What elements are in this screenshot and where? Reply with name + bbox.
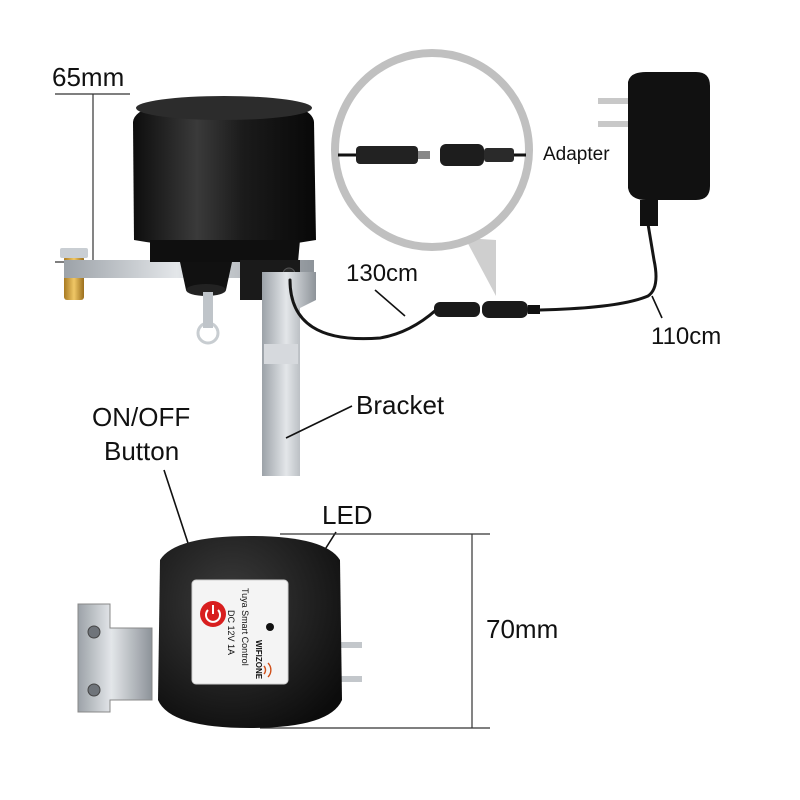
adapter-label: Adapter [543,144,610,165]
magnifier-ring [331,49,533,251]
height-dimension-label: 70mm [486,614,558,644]
bracket [262,272,316,476]
led-label: LED [322,500,373,530]
key-shaft [203,292,213,328]
actuator-cap [133,98,316,248]
bracket-screw-top [87,625,101,639]
cable-short-label: 110cm [651,323,721,350]
sticker-text-line1: Tuya Smart Control [240,588,250,666]
device-sticker [191,579,289,685]
actuator-cap-top [136,96,312,120]
side-pin-top [332,642,362,648]
knob-bottom [186,284,226,296]
actuator-base [150,240,300,262]
bracket-leader [285,405,353,439]
power-adapter [598,72,710,226]
sticker-text-line2: DC 12V 1A [226,610,236,655]
magnifier-pointer [465,238,496,296]
bracket-screw-bottom [87,683,101,697]
sticker-brand: WIFIZONE [254,640,263,680]
side-bracket-plate [77,603,153,713]
bracket-bend [264,344,298,364]
magnified-plug-grip [484,148,514,162]
width-dimension: 65mm [52,62,130,263]
power-icon [205,605,221,623]
cable-long-leader [374,289,406,317]
button-label-line1: ON/OFF [92,402,190,432]
magnified-plug-female [440,144,484,166]
cable-130cm [288,278,438,341]
adapter-prong-bottom [598,121,632,127]
actuator-top-view: Tuya Smart Control DC 12V 1A WIFIZONE [77,536,362,728]
valve-actuator [60,96,316,476]
button-label-line2: Button [104,436,179,466]
adapter-strain-relief [640,200,658,226]
width-dimension-label: 65mm [52,62,124,92]
screw-head [60,248,88,258]
wifi-icon [263,662,272,678]
cable-short-leader [651,295,663,319]
cable-110cm [538,222,658,312]
adapter-prong-top [598,98,632,104]
adapter-body [628,72,710,200]
led-dot-icon [266,623,274,631]
height-dimension: 70mm [260,533,558,729]
magnified-plug-pin [418,151,430,159]
bracket-label: Bracket [356,390,445,420]
dc-connector [434,301,540,318]
manual-knob [180,262,232,290]
connector-magnifier [331,49,533,296]
side-pin-bottom [332,676,362,682]
magnified-plug-male [356,146,418,164]
cable-long-label: 130cm [346,260,418,287]
